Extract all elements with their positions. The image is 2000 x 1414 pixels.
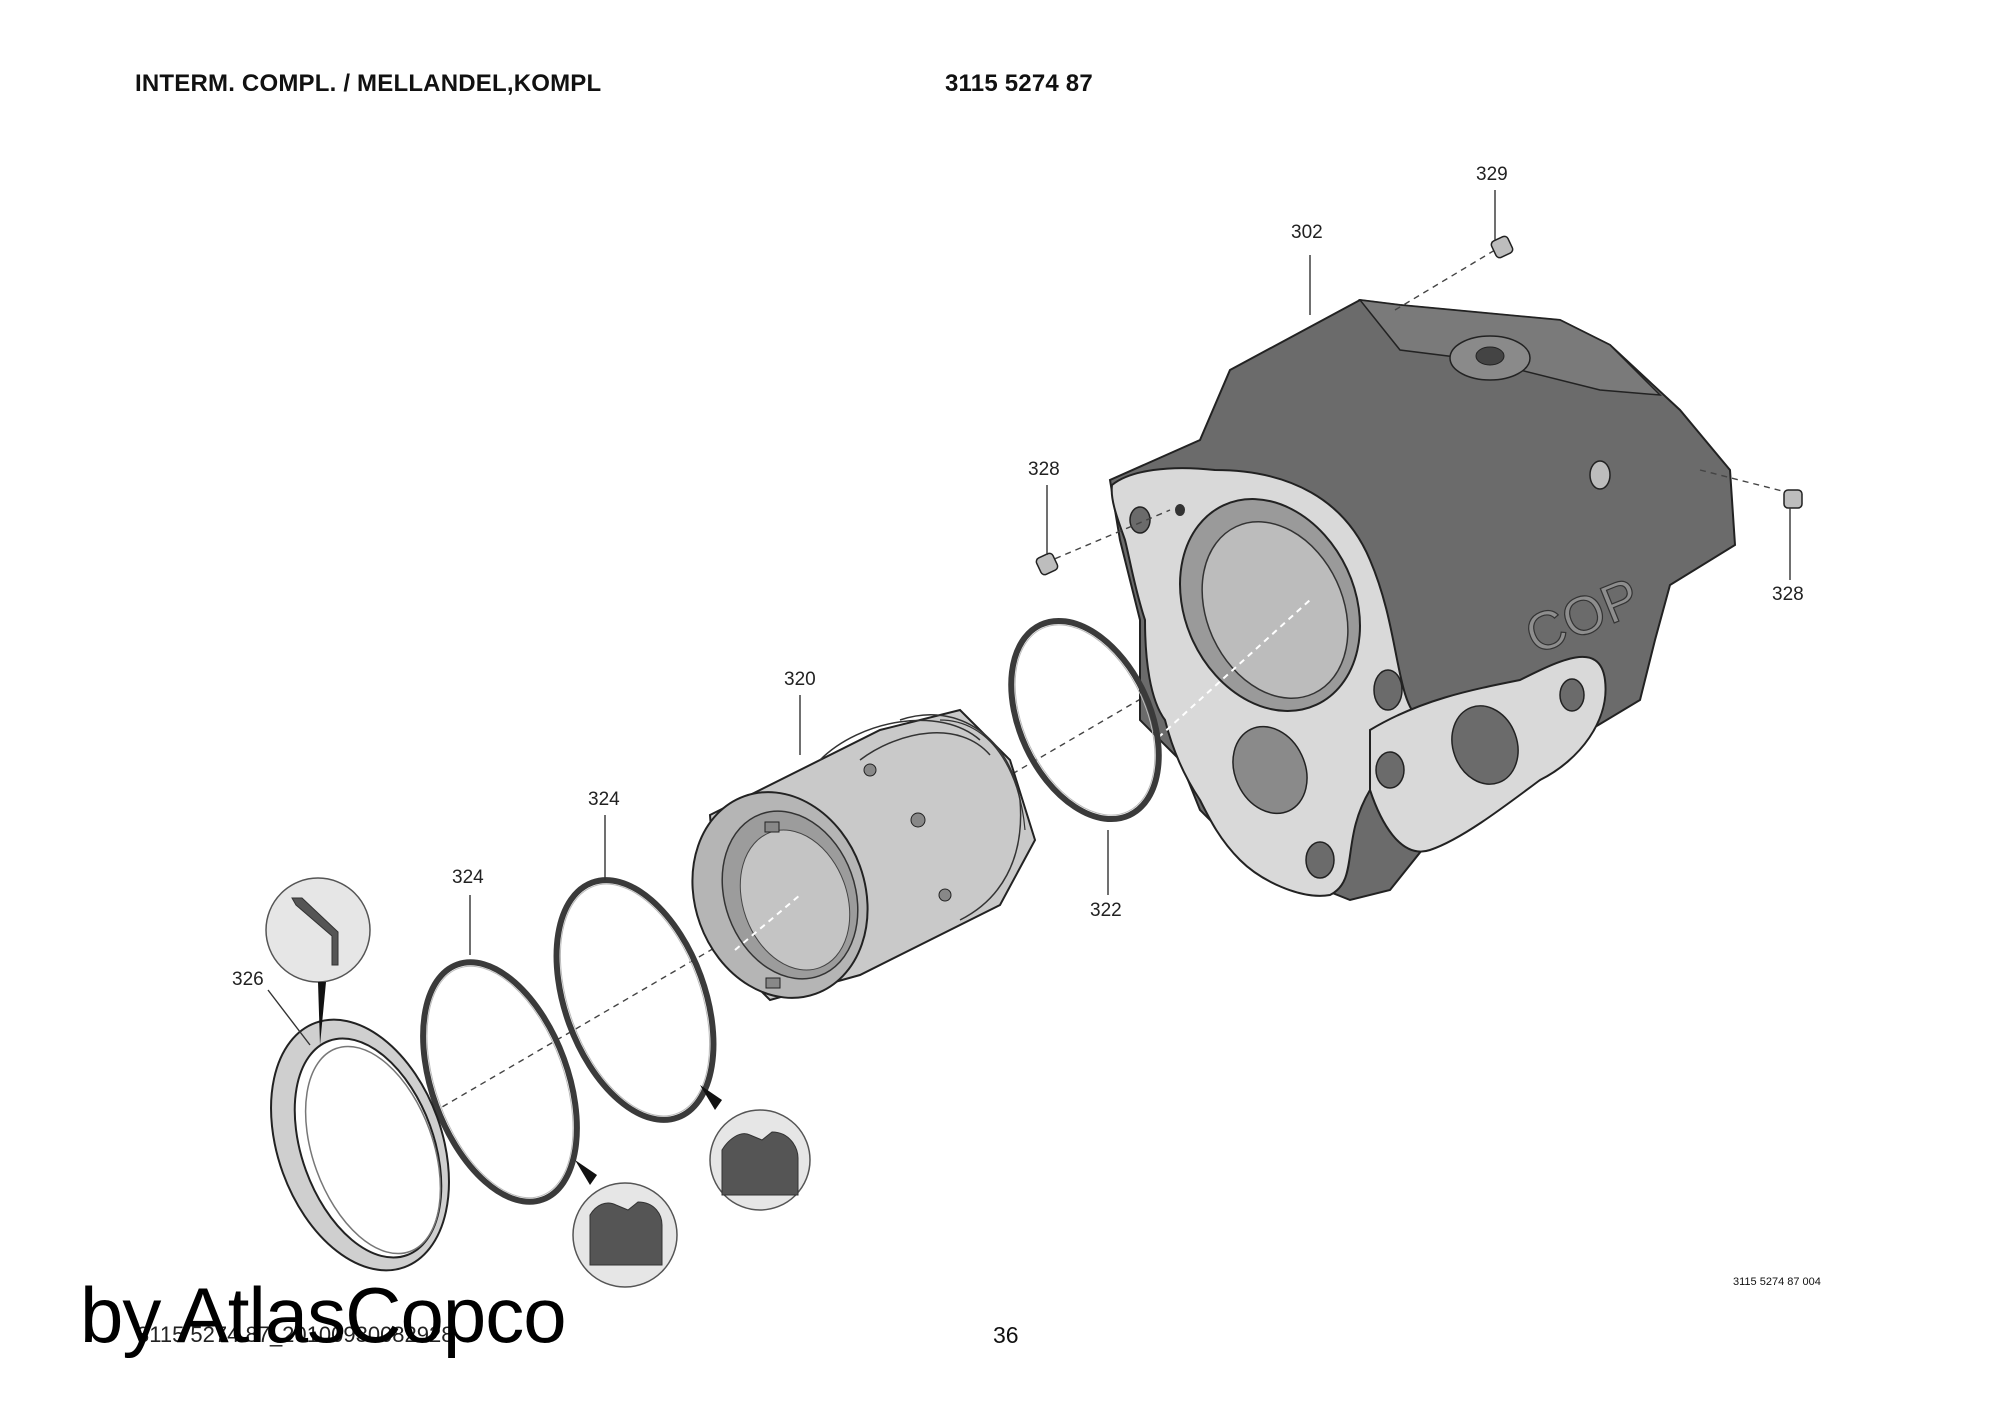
callout-302: 302 bbox=[1291, 222, 1323, 243]
detail-bubble-324-rear bbox=[572, 1160, 678, 1288]
detail-bubble-326 bbox=[265, 877, 371, 1045]
callout-328-left: 328 bbox=[1028, 459, 1060, 480]
callout-320: 320 bbox=[784, 669, 816, 690]
page-number: 36 bbox=[993, 1322, 1019, 1348]
document-code: 3115 5274 87_20100930082928 bbox=[137, 1322, 454, 1347]
callout-329: 329 bbox=[1476, 164, 1508, 185]
sleeve-320 bbox=[691, 708, 1037, 1002]
callout-324-front: 324 bbox=[588, 789, 620, 810]
washer-326 bbox=[270, 1018, 450, 1272]
o-ring-324-front bbox=[553, 877, 717, 1123]
plug-328-left bbox=[1035, 552, 1059, 576]
part-number: 3115 5274 87 bbox=[945, 70, 1093, 97]
watermark: by AtlasCopco bbox=[80, 1271, 567, 1359]
housing-302: COP bbox=[1108, 298, 1737, 902]
image-code: 3115 5274 87 004 bbox=[1733, 1276, 1821, 1288]
detail-bubble-324-front bbox=[700, 1085, 811, 1211]
callout-322: 322 bbox=[1090, 900, 1122, 921]
o-ring-322 bbox=[1008, 617, 1162, 823]
page-title: INTERM. COMPL. / MELLANDEL,KOMPL bbox=[135, 70, 602, 97]
plug-328-right bbox=[1783, 489, 1803, 509]
callout-328-right: 328 bbox=[1772, 584, 1804, 605]
plug-329 bbox=[1490, 235, 1514, 259]
callout-326: 326 bbox=[232, 969, 264, 990]
callout-324-rear: 324 bbox=[452, 867, 484, 888]
o-ring-324-rear bbox=[420, 959, 580, 1205]
